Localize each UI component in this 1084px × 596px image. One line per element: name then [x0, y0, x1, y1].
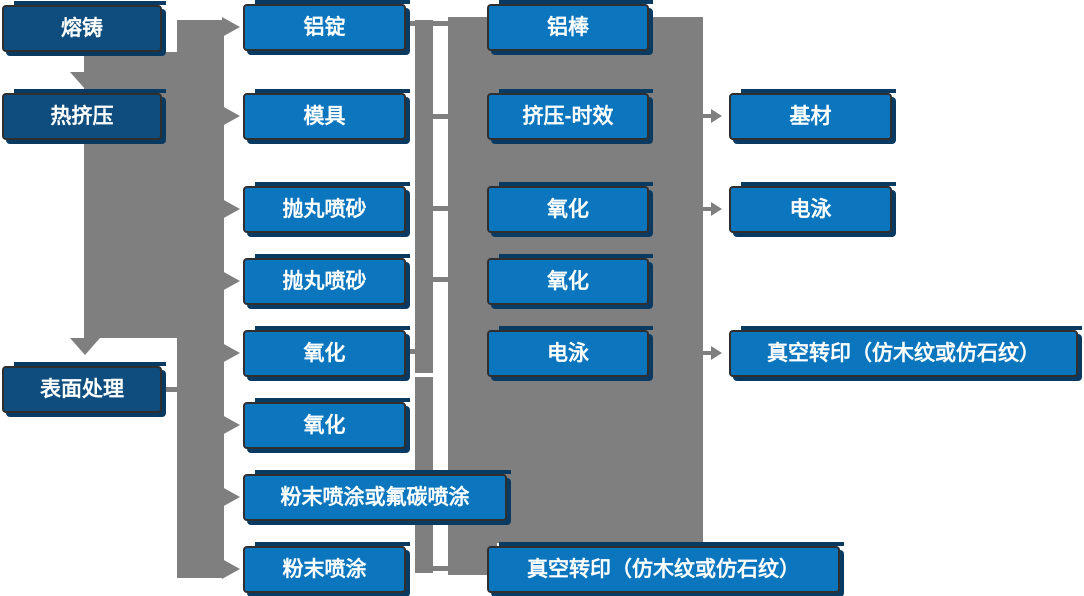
arrow-right-icon	[222, 17, 240, 37]
collector-bar-upper	[415, 20, 433, 373]
mid-oxidation-2: 氧化	[487, 254, 653, 305]
main-flow-band	[177, 20, 224, 578]
process-shot-blasting-1: 抛丸喷砂	[243, 182, 410, 233]
connector-stub	[433, 206, 448, 211]
connector-stub	[703, 114, 713, 118]
process-mold: 模具	[243, 89, 410, 140]
process-powder-coating: 粉末喷涂	[243, 542, 410, 593]
arrow-right-icon	[711, 202, 722, 216]
arrow-right-icon	[222, 559, 240, 579]
arrow-down-icon	[70, 338, 100, 355]
arrow-right-icon	[222, 106, 240, 126]
process-powder-or-fluorocarbon-coating: 粉末喷涂或氟碳喷涂	[243, 470, 511, 521]
connector-stub	[406, 21, 452, 26]
mid-aluminum-rod: 铝棒	[487, 0, 653, 51]
arrow-right-icon	[222, 343, 240, 363]
arrow-right-icon	[222, 415, 240, 435]
stage-hot-extrusion: 热挤压	[2, 89, 166, 140]
mid-oxidation-1: 氧化	[487, 182, 653, 233]
arrow-right-icon	[222, 271, 240, 291]
connector-stub	[433, 114, 448, 119]
bottom-connector-stub	[433, 566, 453, 571]
process-oxidation-1: 氧化	[243, 326, 410, 377]
output-base-material: 基材	[729, 89, 896, 140]
stage-surface-treatment: 表面处理	[2, 362, 166, 413]
mid-extrusion-aging: 挤压-时效	[487, 89, 653, 140]
arrow-down-icon	[70, 72, 100, 89]
arrow-right-icon	[711, 109, 722, 123]
mid-electrophoresis: 电泳	[487, 326, 653, 377]
arrow-right-icon	[222, 199, 240, 219]
connector-stub	[160, 387, 179, 392]
connector-stub	[406, 349, 415, 354]
process-oxidation-2: 氧化	[243, 398, 410, 449]
process-aluminum-ingot: 铝锭	[243, 0, 410, 51]
process-shot-blasting-2: 抛丸喷砂	[243, 254, 410, 305]
arrow-right-icon	[222, 487, 240, 507]
connector-stub	[433, 277, 448, 282]
stage-melting-casting: 熔铸	[2, 1, 166, 52]
arrow-right-icon	[711, 346, 722, 360]
connector-stub	[703, 207, 713, 211]
connector-stub	[703, 351, 713, 355]
mid-vacuum-transfer-print: 真空转印（仿木纹或仿石纹）	[487, 542, 844, 593]
output-vacuum-transfer-print: 真空转印（仿木纹或仿石纹）	[729, 326, 1082, 377]
output-electrophoresis: 电泳	[729, 182, 896, 233]
